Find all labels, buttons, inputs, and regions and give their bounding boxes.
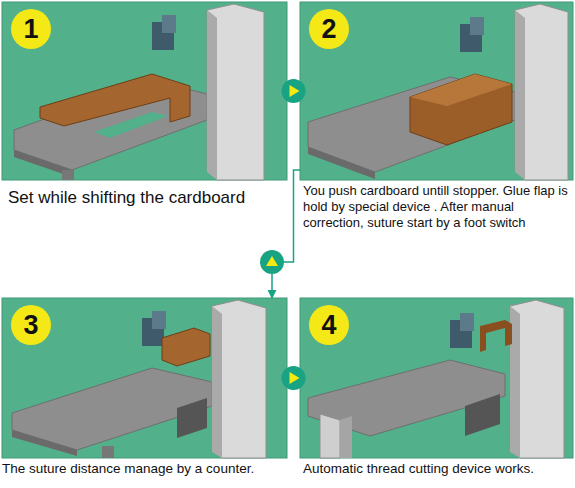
- arrow-circle: [282, 366, 306, 390]
- step-number-badge: 3: [11, 305, 51, 345]
- step-picture: [300, 298, 573, 458]
- arrow-circle: [260, 250, 284, 274]
- arrow-triangle: [290, 372, 300, 384]
- flow-connector: [272, 170, 300, 298]
- step-caption: You push cardboard untill stopper. Glue …: [303, 183, 571, 231]
- step-panel: 3The suture distance manage by a counter…: [2, 298, 287, 458]
- arrow-triangle: [290, 85, 300, 97]
- step-number-badge: 4: [309, 305, 349, 345]
- step-arrow-badge: [282, 79, 306, 103]
- step-number-badge: 2: [309, 9, 349, 49]
- step-panel: 2You push cardboard untill stopper. Glue…: [300, 2, 573, 180]
- step-picture: [300, 2, 573, 180]
- step-caption: The suture distance manage by a counter.: [2, 461, 287, 477]
- arrow-triangle: [266, 256, 278, 266]
- callout-number: 4: [321, 312, 336, 339]
- callout-number: 1: [23, 16, 38, 43]
- step-panel: 1Set while shifting the cardboard: [2, 2, 287, 180]
- step-picture: [2, 298, 287, 458]
- step-arrow-badge: [260, 250, 284, 274]
- step-arrow-badge: [282, 366, 306, 390]
- step-picture: [2, 2, 287, 180]
- callout-number: 3: [23, 312, 38, 339]
- step-caption: Automatic thread cutting device works.: [303, 461, 571, 477]
- arrow-circle: [282, 79, 306, 103]
- step-number-badge: 1: [11, 9, 51, 49]
- callout-number: 2: [321, 16, 336, 43]
- step-caption: Set while shifting the cardboard: [8, 188, 280, 208]
- step-panel: 4Automatic thread cutting device works.: [300, 298, 573, 458]
